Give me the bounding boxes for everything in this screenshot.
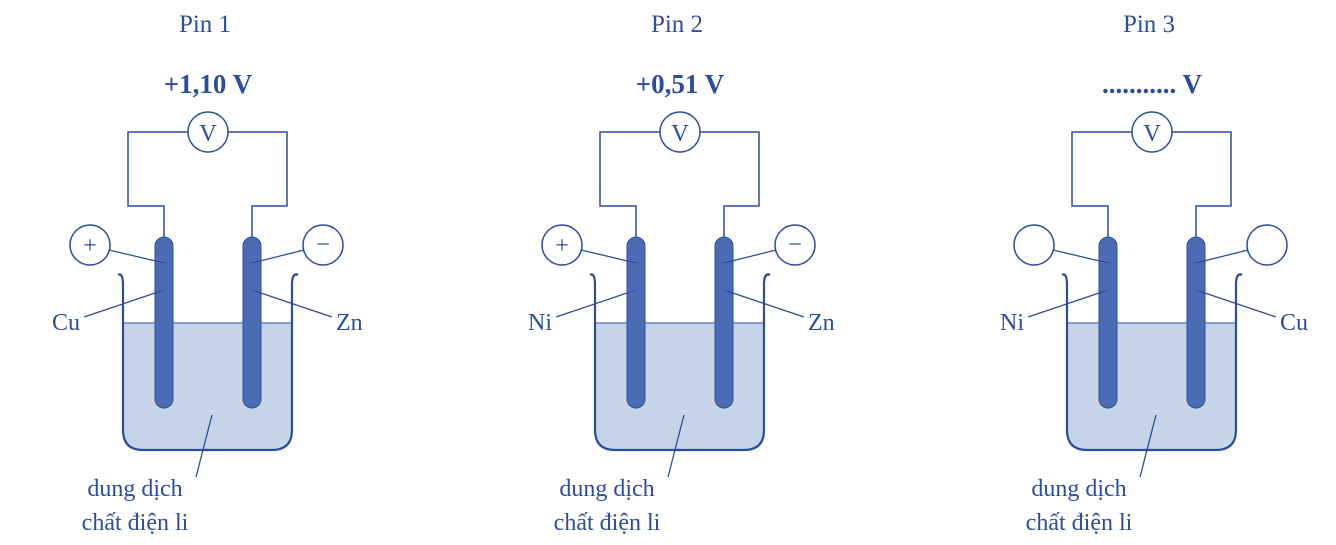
solution-label-line1: dung dịch: [87, 476, 182, 502]
right-metal-label: Cu: [1280, 310, 1308, 336]
leader-line: [195, 414, 213, 478]
right-polarity-sign: −: [788, 232, 802, 258]
cell-1: Pin 1 +1,10 V V + − Cu Zn dung dịch chất điện li: [52, 11, 363, 536]
right-polarity-sign: −: [316, 232, 330, 258]
voltmeter-label: V: [1143, 121, 1161, 147]
right-electrode: [1186, 236, 1206, 409]
wire: [127, 131, 288, 240]
left-metal-label: Cu: [52, 310, 80, 336]
cell-title: Pin 3: [1123, 11, 1175, 38]
cell-title: Pin 1: [179, 11, 231, 38]
right-polarity-icon: [302, 224, 344, 266]
voltmeter-label: V: [199, 121, 217, 147]
leader-line: [1027, 289, 1109, 318]
leader-line: [723, 249, 777, 264]
cell-voltage: +1,10 V: [164, 69, 253, 99]
voltmeter-label: V: [671, 121, 689, 147]
wire: [599, 131, 760, 240]
beaker: [1061, 273, 1243, 452]
solution-label-line2: chất điện li: [554, 510, 661, 536]
leader-line: [108, 249, 165, 264]
leader-line: [1139, 414, 1157, 478]
wire: [1071, 131, 1232, 240]
left-polarity-icon: [69, 224, 111, 266]
cell-voltage: ........... V: [1102, 69, 1203, 99]
leader-line: [555, 289, 637, 318]
right-polarity-icon: [1246, 224, 1288, 266]
right-polarity-icon: [774, 224, 816, 266]
leader-line: [83, 289, 165, 318]
solution-label-line1: dung dịch: [559, 476, 654, 502]
cell-title: Pin 2: [651, 11, 703, 38]
cell-voltage: +0,51 V: [636, 69, 725, 99]
cell-3: Pin 3 ........... V V Ni Cu dung dịch chất điệ…: [1000, 11, 1308, 536]
left-polarity-icon: [541, 224, 583, 266]
voltmeter-icon: [1131, 111, 1173, 153]
left-electrode: [626, 236, 646, 409]
leader-line: [1195, 289, 1277, 318]
solution-label-line2: chất điện li: [1026, 510, 1133, 536]
leader-line: [580, 249, 637, 264]
solution-label-line2: chất điện li: [82, 510, 189, 536]
left-metal-label: Ni: [1000, 310, 1024, 336]
right-metal-label: Zn: [808, 310, 835, 336]
leader-line: [1052, 249, 1109, 264]
right-metal-label: Zn: [336, 310, 363, 336]
beaker: [117, 273, 299, 452]
left-electrode: [154, 236, 174, 409]
right-electrode: [714, 236, 734, 409]
beaker: [589, 273, 771, 452]
cell-2: Pin 2 +0,51 V V + − Ni Zn dung dịch chất điện li: [528, 11, 835, 536]
leader-line: [251, 289, 333, 318]
left-polarity-sign: +: [555, 233, 569, 259]
left-polarity-icon: [1013, 224, 1055, 266]
leader-line: [667, 414, 685, 478]
voltmeter-icon: [187, 111, 229, 153]
solution-label-line1: dung dịch: [1031, 476, 1126, 502]
right-electrode: [242, 236, 262, 409]
left-polarity-sign: +: [83, 233, 97, 259]
left-metal-label: Ni: [528, 310, 552, 336]
leader-line: [251, 249, 305, 264]
leader-line: [723, 289, 805, 318]
left-electrode: [1098, 236, 1118, 409]
voltmeter-icon: [659, 111, 701, 153]
leader-line: [1195, 249, 1249, 264]
